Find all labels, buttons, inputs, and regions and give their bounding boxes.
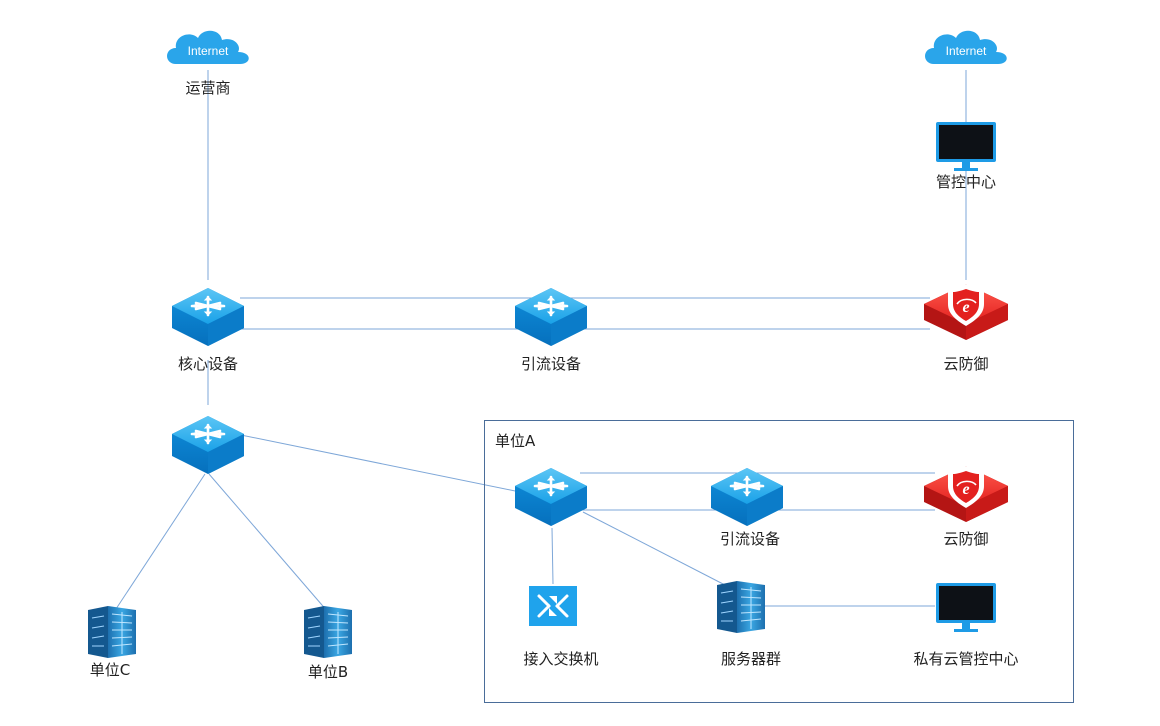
- unit-c-label: 单位C: [89, 661, 131, 679]
- network-switch-icon: [513, 466, 589, 528]
- connection-lines: [113, 70, 967, 613]
- server-rack-icon: [303, 605, 353, 659]
- internet-left-text: Internet: [188, 44, 229, 58]
- link-unita-servers: [582, 511, 726, 586]
- unit-b-label: 单位B: [307, 663, 349, 681]
- unit-a-defense-label: 云防御: [943, 530, 989, 548]
- diversion-device-label: 引流设备: [520, 355, 582, 373]
- link-unita-access: [551, 527, 554, 585]
- server-rack-icon: [87, 605, 137, 659]
- cloud-defense-shield-icon: [923, 465, 1009, 523]
- cloud-defense-shield-icon: [923, 283, 1009, 341]
- network-switch-icon: [170, 414, 246, 476]
- monitor-icon: [936, 583, 996, 632]
- cloud-defense-label: 云防御: [943, 355, 989, 373]
- network-switch-icon: [170, 286, 246, 348]
- server-cluster-label: 服务器群: [720, 650, 782, 668]
- cloud-icon: Internet: [167, 30, 249, 64]
- link-agg-unitb: [208, 473, 329, 613]
- server-rack-icon: [716, 580, 766, 634]
- monitor-icon: [936, 122, 996, 171]
- isp-label: 运营商: [185, 79, 231, 97]
- core-device-label: 核心设备: [177, 355, 239, 373]
- link-agg-unita: [235, 433, 521, 493]
- unit-a-boundary: [484, 420, 1074, 703]
- link-agg-unitc: [113, 473, 206, 613]
- cloud-icon: Internet: [925, 30, 1007, 64]
- mgmt-center-label: 管控中心: [935, 173, 997, 191]
- internet-right-text: Internet: [946, 44, 987, 58]
- network-switch-icon: [709, 466, 785, 528]
- unit-a-title: 单位A: [495, 432, 536, 450]
- network-switch-icon: [513, 286, 589, 348]
- access-switch-icon: [527, 584, 579, 628]
- private-mgmt-label: 私有云管控中心: [913, 650, 1019, 668]
- unit-a-diversion-label: 引流设备: [719, 530, 781, 548]
- access-switch-label: 接入交换机: [523, 650, 599, 668]
